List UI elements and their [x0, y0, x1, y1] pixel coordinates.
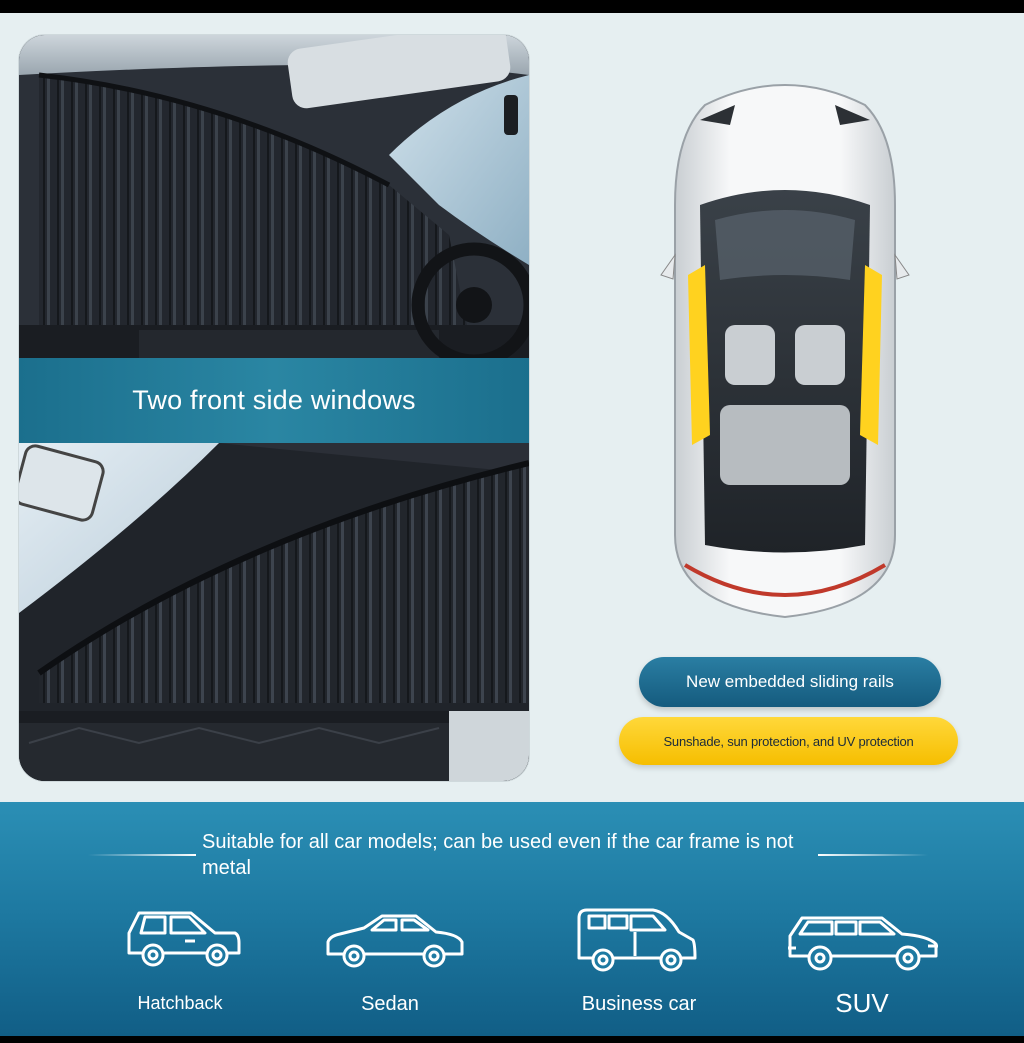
car-type-hatchback: Hatchback: [137, 993, 223, 1013]
business-car-icon: [577, 908, 697, 972]
car-top-view-illustration: [660, 84, 910, 619]
rails-label: New embedded sliding rails: [686, 672, 894, 691]
caption-band: Two front side windows: [19, 358, 529, 443]
compatibility-panel: Suitable for all car models; can be used…: [0, 802, 1024, 1036]
suitability-text: Suitable for all car models; can be used…: [202, 831, 794, 879]
divider-right: [818, 854, 928, 856]
rear-window-curtain-photo: [19, 443, 529, 781]
sedan-icon: [326, 914, 464, 968]
front-window-curtain-photo: [19, 35, 529, 358]
hatchback-icon: [127, 911, 241, 967]
protection-label: Sunshade, sun protection, and UV protect…: [663, 733, 914, 749]
interior-photo-card: Two front side windows: [19, 35, 529, 781]
divider-left: [88, 854, 196, 856]
product-banner: Two front side windows: [0, 13, 1024, 1036]
car-type-suv: SUV: [835, 988, 889, 1018]
suv-icon: [788, 916, 938, 971]
car-type-business-car: Business car: [581, 993, 697, 1015]
protection-feature-badge: Sunshade, sun protection, and UV protect…: [619, 717, 958, 765]
car-type-sedan: Sedan: [361, 993, 419, 1015]
rails-feature-badge: New embedded sliding rails: [639, 657, 941, 707]
photo-caption: Two front side windows: [132, 385, 416, 415]
